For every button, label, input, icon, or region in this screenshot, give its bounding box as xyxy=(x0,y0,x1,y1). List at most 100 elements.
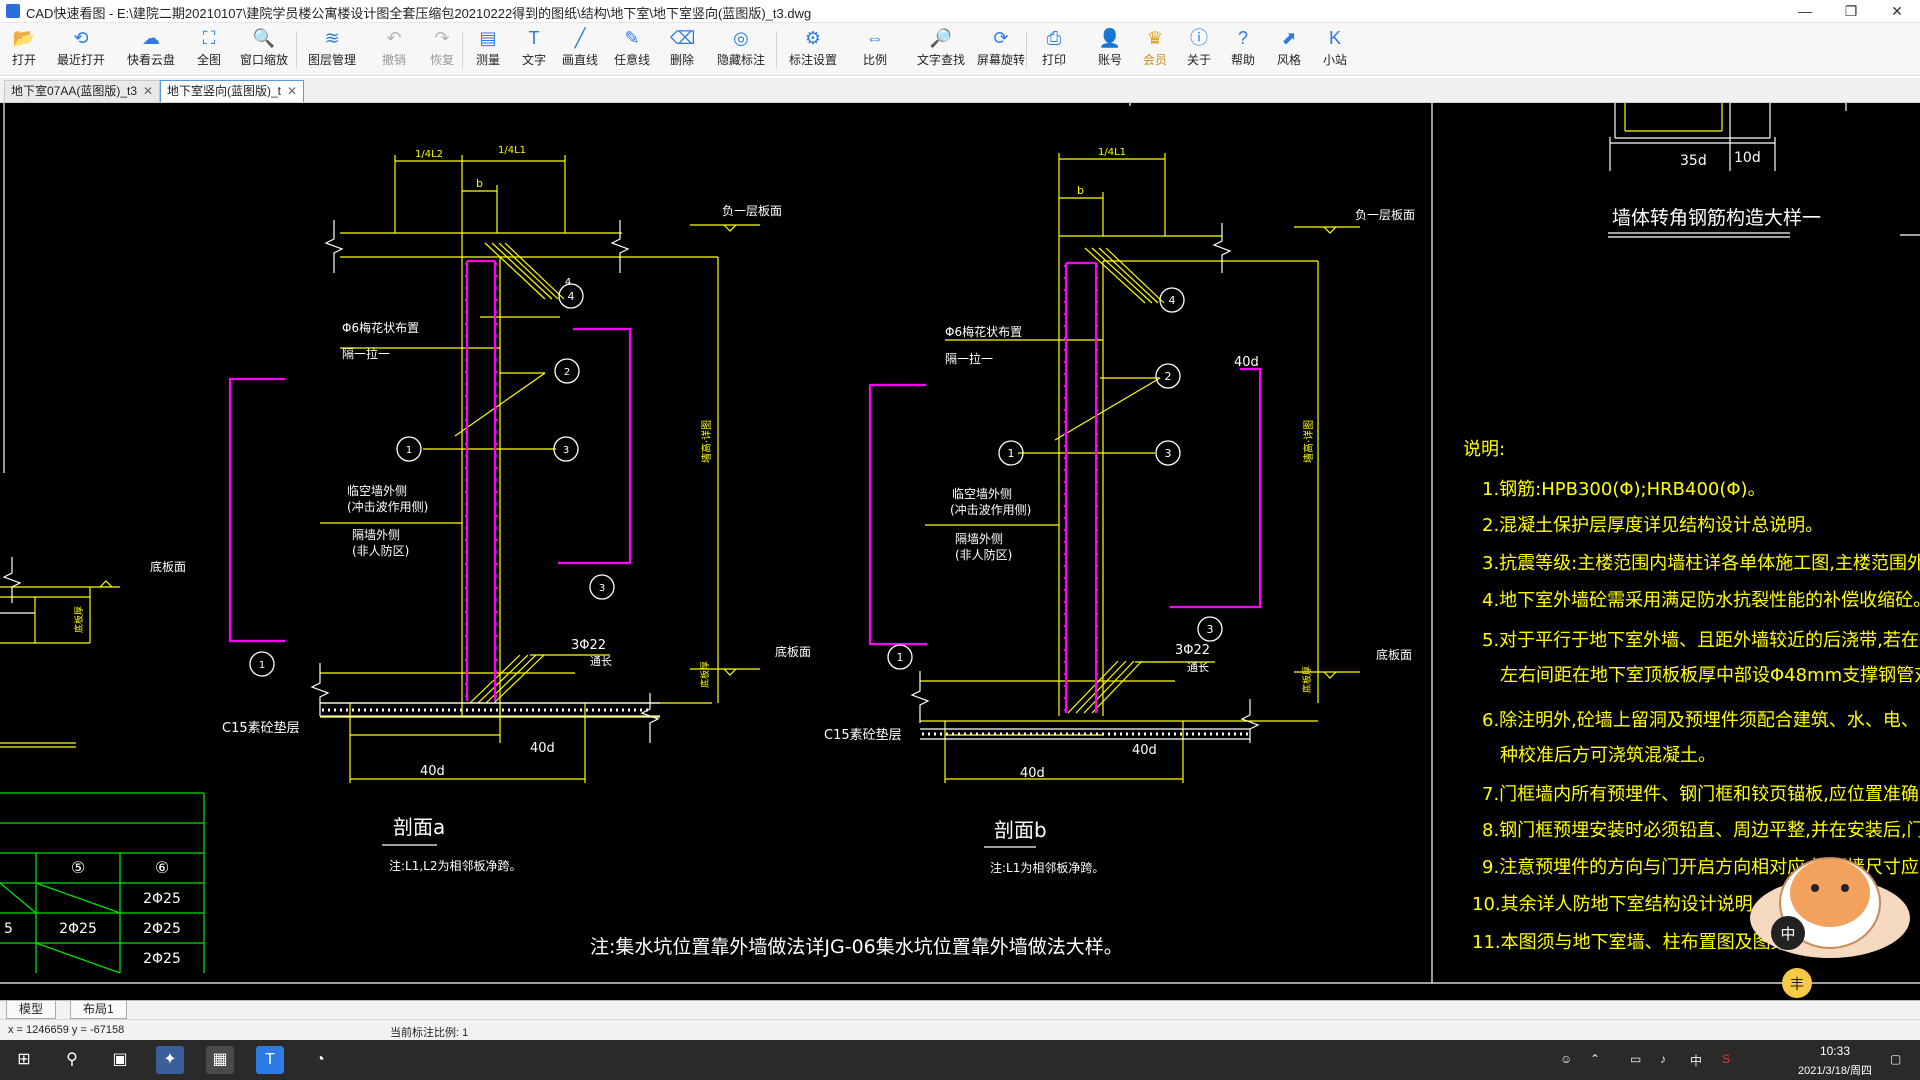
text-icon: T xyxy=(528,28,540,48)
toolbar-button-22[interactable]: ?帮助 xyxy=(1222,25,1264,73)
rebar-sub-b: 通长 xyxy=(1187,661,1209,674)
svg-text:墙高·详图: 墙高·详图 xyxy=(1302,420,1315,463)
redo-icon: ↷ xyxy=(434,28,450,48)
layers-icon: ≋ xyxy=(324,28,340,48)
toolbar-button-0[interactable]: 📂打开 xyxy=(2,25,46,73)
section-a-height-label: 墙高·详图 xyxy=(700,420,713,463)
browser-icon[interactable]: ◔ xyxy=(315,1051,325,1068)
notes-heading: 说明: xyxy=(1463,439,1505,460)
antivirus-icon[interactable]: S xyxy=(1722,1052,1731,1066)
tab-document-2[interactable]: 地下室竖向(蓝图版)_t✕ xyxy=(160,80,305,102)
zoom-window-icon: 🔍 xyxy=(252,28,276,48)
toolbar-button-9[interactable]: T 文字 xyxy=(514,25,554,73)
ime-indicator[interactable]: 中 xyxy=(1690,1054,1703,1068)
svg-text:2: 2 xyxy=(1165,370,1172,383)
toolbar-label: 任意线 xyxy=(613,53,650,67)
tab-layout1[interactable]: 布局1 xyxy=(70,1001,127,1019)
toolbar-button-16[interactable]: 🔎文字查找 xyxy=(906,25,976,73)
note-4: 4.地下室外墙砼需采用满足防水抗裂性能的补偿收缩砼。 xyxy=(1482,590,1920,611)
mascot-icon[interactable]: 中 丰 xyxy=(1750,857,1910,998)
fit-view-icon: ⛶ xyxy=(202,28,216,48)
cad-app-icon[interactable]: ▦ xyxy=(206,1046,234,1074)
tab-label: 地下室07AA(蓝图版)_t3 xyxy=(11,84,138,98)
notification-icon[interactable]: ▢ xyxy=(1890,1052,1902,1066)
minimize-button[interactable]: — xyxy=(1798,3,1812,19)
clock-time[interactable]: 10:33 xyxy=(1819,1044,1851,1058)
text-app-icon[interactable]: T xyxy=(256,1046,284,1074)
coordinates-readout: x = 1246659 y = -67158 xyxy=(8,1024,125,1036)
section-b-text: 1/4L1 b 4 2 1 3 3 1 40d 负一层板面 Φ6梅花状布置 隔一… xyxy=(824,147,1415,875)
svg-text:4: 4 xyxy=(1169,294,1176,307)
svg-text:1: 1 xyxy=(259,660,265,671)
toolbar-button-10[interactable]: ╱画直线 xyxy=(556,25,604,73)
toolbar-button-20[interactable]: ♛会员 xyxy=(1134,25,1176,73)
people-icon[interactable]: ☺ xyxy=(1560,1052,1573,1066)
toolbar-button-1[interactable]: ⟲最近打开 xyxy=(48,25,114,73)
dim-40d-a1: 40d xyxy=(530,741,555,756)
toolbar-label: 文字查找 xyxy=(916,53,965,67)
network-icon[interactable]: ▭ xyxy=(1630,1052,1642,1066)
close-button[interactable]: ✕ xyxy=(1891,3,1903,19)
toolbar-button-2[interactable]: ☁快看云盘 xyxy=(118,25,184,73)
mascot-badge-1: 中 xyxy=(1780,925,1795,943)
clock-date[interactable]: 2021/3/18/周四 xyxy=(1798,1065,1872,1077)
rebar-a: 3Φ22 xyxy=(571,638,606,653)
toolbar-button-17[interactable]: ⟳屏幕旋转 xyxy=(966,25,1036,73)
toolbar-button-19[interactable]: 👤账号 xyxy=(1088,25,1132,73)
style-icon: ⬈ xyxy=(1281,28,1297,48)
corner-35d: 35d xyxy=(1680,153,1707,169)
toolbar-label: 文字 xyxy=(521,53,546,67)
tray-chevron-icon[interactable]: ⌃ xyxy=(1590,1052,1601,1066)
wall-in1-b: 隔墙外侧 xyxy=(955,532,1003,546)
section-b: 墙高·详图 底板厚 xyxy=(868,153,1360,783)
svg-text:3: 3 xyxy=(1207,623,1214,636)
note-5: 5.对于平行于地下室外墙、且距外墙较近的后浇带,若在基坑回填土前未 xyxy=(1482,630,1920,651)
dim-40d-b1: 40d xyxy=(1132,743,1157,758)
toolbar-label: 账号 xyxy=(1097,53,1122,67)
toolbar-button-3[interactable]: ⛶全图 xyxy=(188,25,230,73)
toolbar-button-8[interactable]: ▤测量 xyxy=(466,25,510,73)
drawing-canvas[interactable]: 墙高·详图 底板厚 1/4L2 1/4L1 b 4 2 1 3 3 1 4 负一… xyxy=(0,103,1920,1000)
tab-document-1[interactable]: 地下室07AA(蓝图版)_t3 ✕ xyxy=(4,80,161,102)
toolbar-button-4[interactable]: 🔍窗口缩放 xyxy=(234,25,294,73)
dim-40d-b2: 40d xyxy=(1020,766,1045,781)
tab-model[interactable]: 模型 xyxy=(6,1001,57,1019)
search-icon[interactable]: ⚲ xyxy=(66,1051,78,1068)
table-head-6: ⑥ xyxy=(155,858,169,877)
task-view-icon[interactable]: ▣ xyxy=(112,1051,128,1068)
label-b: b xyxy=(476,177,483,190)
annotation-settings-icon: ⚙ xyxy=(804,28,822,48)
toolbar-label: 图层管理 xyxy=(307,53,356,67)
toolbar-button-7: ↷恢复 xyxy=(420,25,464,73)
wall-in2-b: (非人防区) xyxy=(955,547,1012,562)
left-bottom-label: 底板面 xyxy=(150,559,186,574)
windows-start-icon[interactable]: ⊞ xyxy=(17,1051,31,1068)
note-5b: 左右间距在地下室顶板板厚中部设Φ48mm支撑钢管对撑,以确保墙 xyxy=(1500,665,1920,686)
toolbar-button-13[interactable]: ◎隐藏标注 xyxy=(706,25,776,73)
corner-10d: 10d xyxy=(1734,150,1761,166)
restore-button[interactable]: ❐ xyxy=(1844,3,1858,19)
table-head-5: ⑤ xyxy=(71,858,85,877)
dim-40d-b-top: 40d xyxy=(1234,355,1259,370)
rebar-b: 3Φ22 xyxy=(1175,643,1210,658)
close-tab-icon[interactable]: ✕ xyxy=(143,84,154,98)
toolbar-button-11[interactable]: ✎任意线 xyxy=(606,25,658,73)
bottom-label-b: 底板面 xyxy=(1376,647,1412,662)
feishu-app-icon[interactable]: ✦ xyxy=(156,1046,184,1074)
toolbar-button-12[interactable]: ⌫删除 xyxy=(660,25,704,73)
toolbar-button-15[interactable]: ⇔比例 xyxy=(848,25,902,73)
wall-in1-a: 隔墙外侧 xyxy=(352,528,400,542)
close-tab-icon[interactable]: ✕ xyxy=(287,84,298,98)
frame-lines xyxy=(0,103,1920,984)
label-l2: 1/4L2 xyxy=(415,149,443,160)
volume-icon[interactable]: ♪ xyxy=(1660,1052,1666,1066)
toolbar-button-18[interactable]: ⎙打印 xyxy=(1030,25,1078,73)
toolbar-button-23[interactable]: ⬈风格 xyxy=(1268,25,1310,73)
toolbar-button-5[interactable]: ≋ 图层管理 xyxy=(300,25,364,73)
toolbar-label: 小站 xyxy=(1322,53,1347,67)
toolbar-button-14[interactable]: ⚙标注设置 xyxy=(780,25,846,73)
svg-text:3: 3 xyxy=(599,583,605,594)
